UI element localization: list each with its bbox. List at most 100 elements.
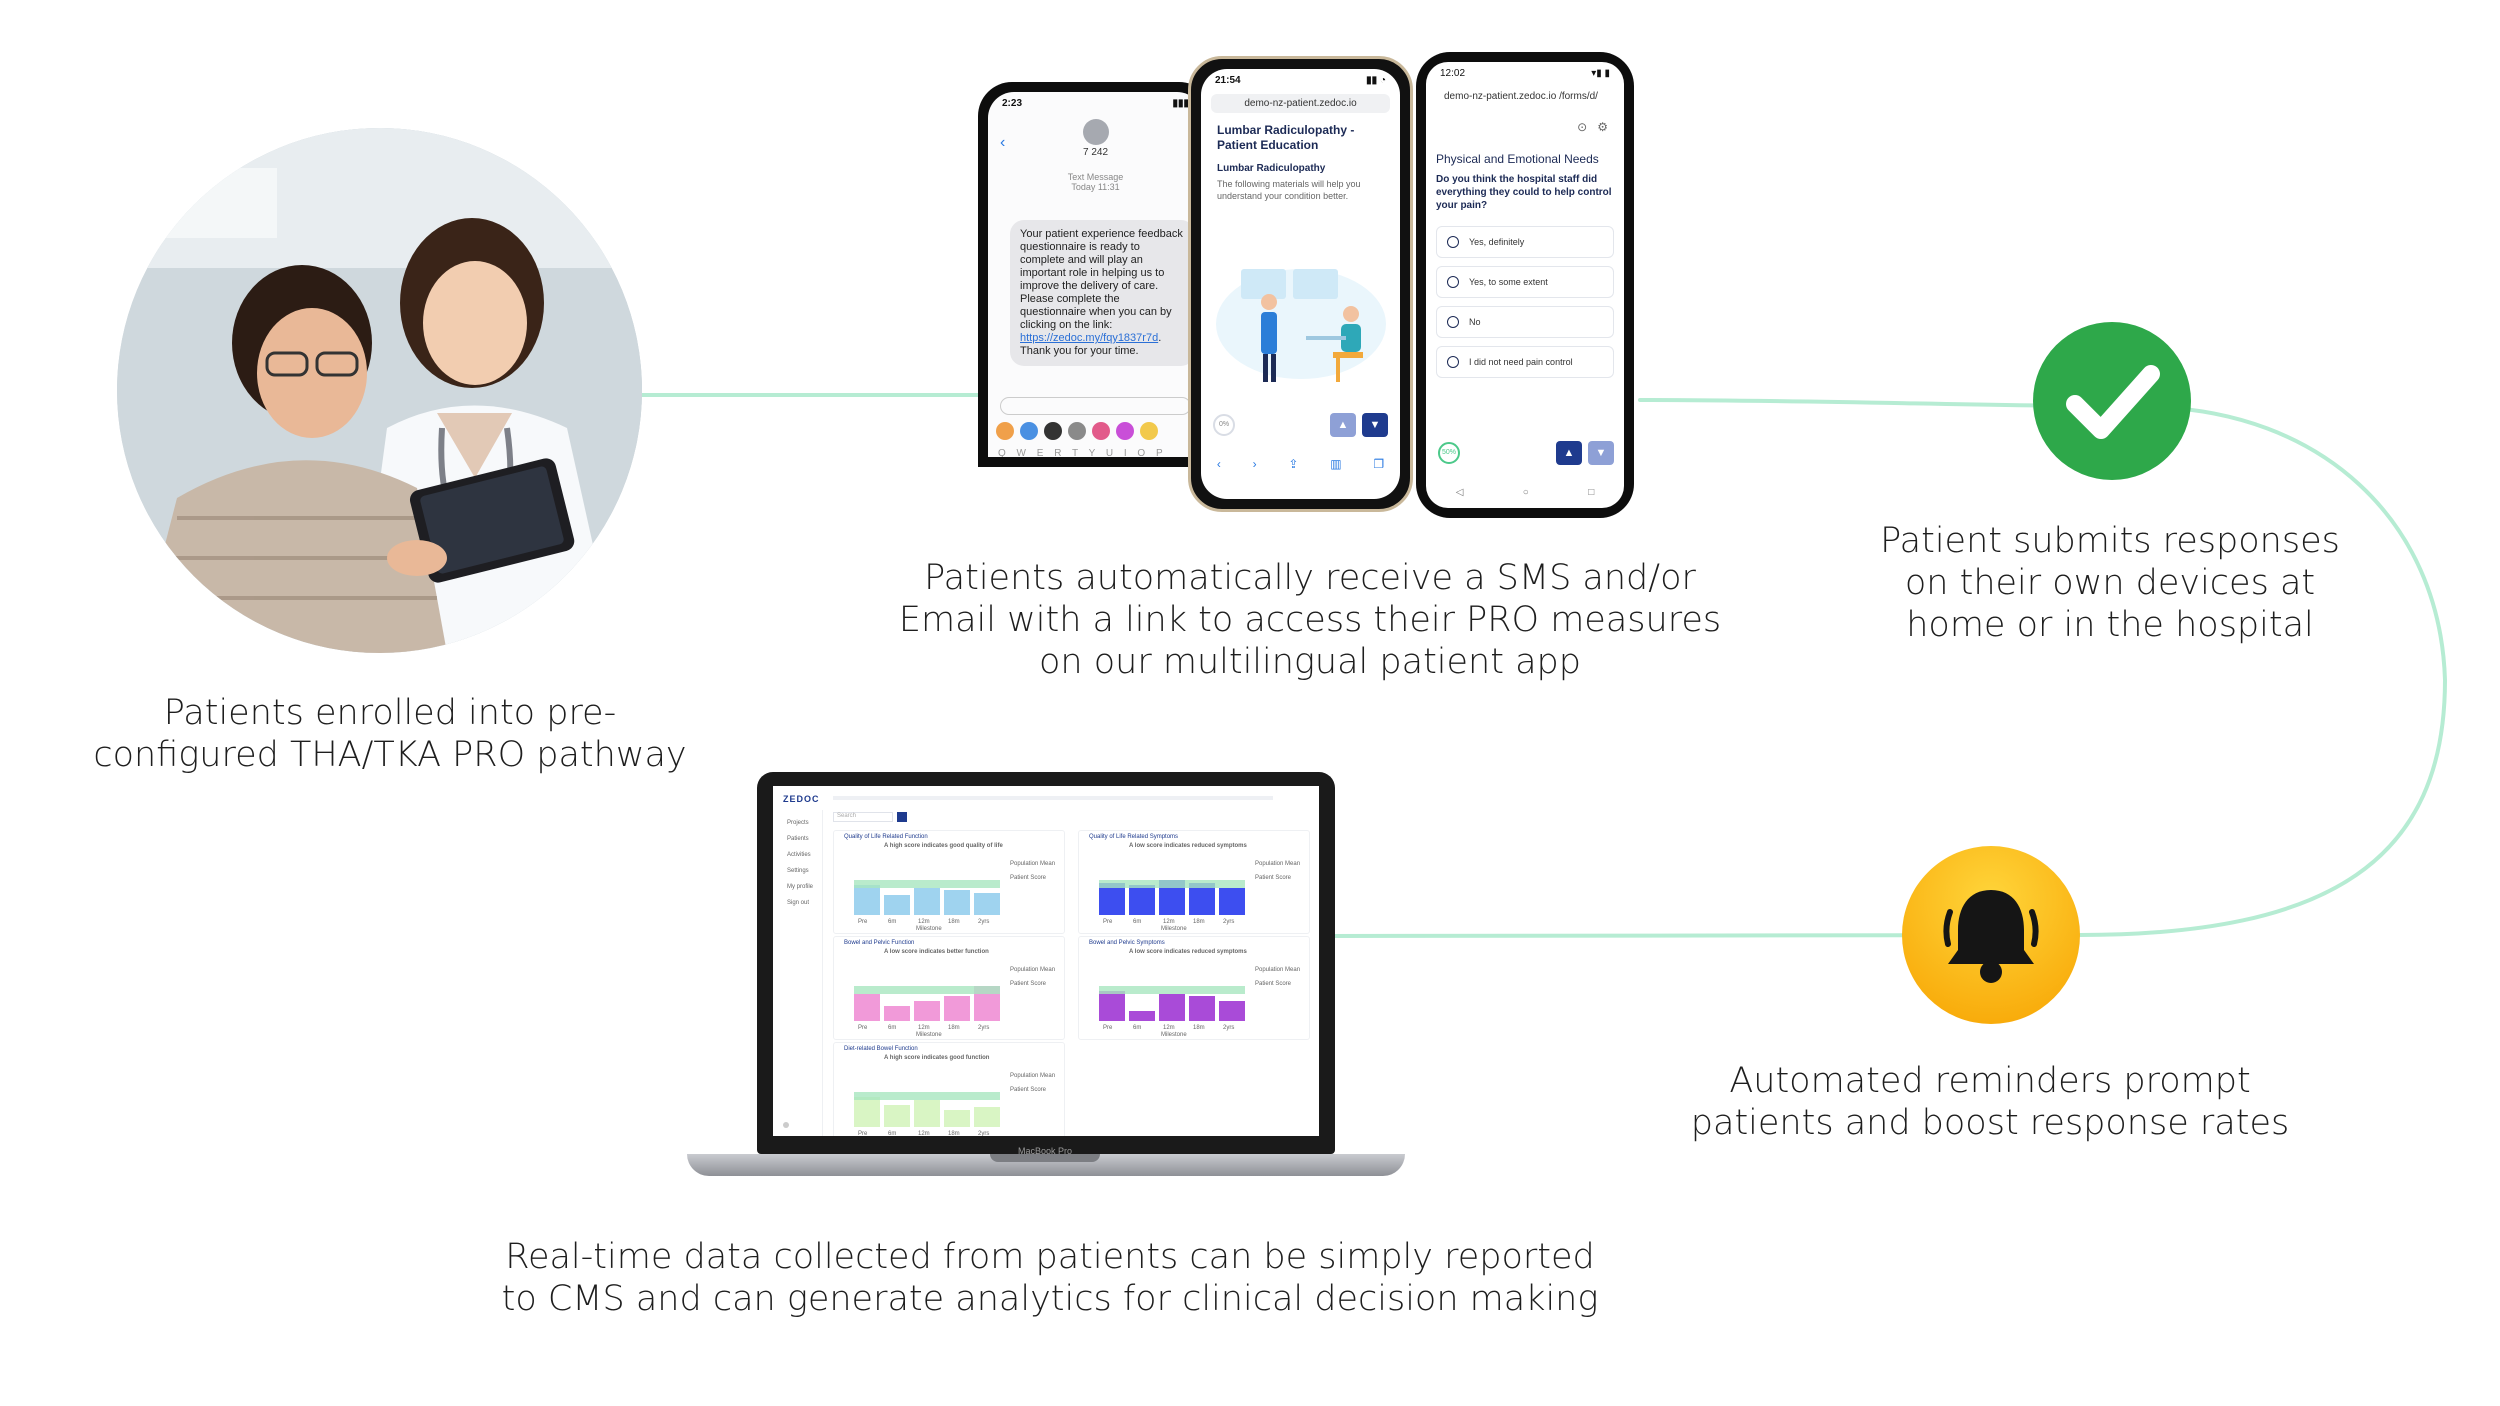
back-icon[interactable]: ‹	[1000, 134, 1006, 151]
panel-bar	[884, 895, 910, 915]
zedoc-logo: ZEDOC	[783, 794, 820, 804]
panel-note: A low score indicates reduced symptoms	[1129, 949, 1247, 955]
population-band	[854, 985, 1000, 994]
caption-receive: Patients automatically receive a SMS and…	[860, 557, 1760, 683]
prev-button[interactable]: ▲	[1330, 413, 1356, 437]
caption-line: Patients automatically receive a SMS and…	[924, 558, 1696, 598]
laptop-footer-icon	[783, 1122, 789, 1128]
url-bar[interactable]: demo-nz-patient.zedoc.io	[1211, 94, 1390, 113]
sidebar-item[interactable]: Projects	[787, 820, 809, 826]
panel-bar	[974, 1107, 1000, 1127]
milestone-label: 2yrs	[978, 1131, 990, 1136]
survey-option[interactable]: I did not need pain control	[1436, 346, 1614, 378]
legend-entry: Population Mean	[1255, 967, 1301, 973]
android-back-icon[interactable]: ◁	[1455, 487, 1464, 498]
legend-entry: Population Mean	[1010, 1073, 1056, 1079]
panel-bar	[914, 1001, 940, 1021]
caption-line: Real-time data collected from patients c…	[505, 1237, 1595, 1277]
caption-line: to CMS and can generate analytics for cl…	[501, 1279, 1599, 1319]
milestone-label: 6m	[888, 1131, 897, 1136]
sidebar-item[interactable]: Settings	[787, 868, 809, 874]
prev-button[interactable]: ▲	[1556, 441, 1582, 465]
panel-note: A high score indicates good function	[884, 1055, 990, 1061]
caption-line: Email with a link to access their PRO me…	[898, 600, 1722, 640]
panel-title: Diet-related Bowel Function	[844, 1046, 918, 1052]
panel-bar	[944, 1109, 970, 1127]
survey-option[interactable]: Yes, to some extent	[1436, 266, 1614, 298]
milestone-label: 2yrs	[1223, 1025, 1235, 1031]
laptop-notch	[990, 1154, 1100, 1162]
next-button[interactable]: ▼	[1362, 413, 1388, 437]
bookmarks-icon[interactable]: ▥	[1330, 457, 1342, 471]
milestone-label: 6m	[888, 1025, 897, 1031]
dashboard-panel: Bowel and Pelvic Function A low score ind…	[833, 936, 1065, 1040]
url-bar[interactable]: demo-nz-patient.zedoc.io /forms/d/	[1436, 87, 1614, 106]
search-input[interactable]: Search	[833, 812, 893, 822]
milestone-label: 18m	[1193, 919, 1205, 925]
android-recent-icon[interactable]: □	[1588, 487, 1595, 498]
education-body: The following materials will help you un…	[1217, 179, 1361, 201]
caption-line: on their own devices at	[1904, 563, 2316, 603]
settings-icon[interactable]: ⚙	[1597, 120, 1608, 134]
option-label: No	[1469, 317, 1481, 327]
share-icon[interactable]: ⇪	[1288, 457, 1299, 471]
population-band	[1099, 985, 1245, 994]
milestone-label: 18m	[948, 919, 960, 925]
contact-avatar	[1082, 119, 1109, 145]
milestone-label: 2yrs	[978, 1025, 990, 1031]
breadcrumb	[833, 796, 1273, 800]
sidebar-item[interactable]: My profile	[787, 884, 814, 890]
panel-bar	[1189, 996, 1215, 1021]
panel-bar	[884, 1006, 910, 1021]
milestone-label: 12m	[918, 1025, 930, 1031]
bell-icon	[1943, 890, 2039, 983]
panel-note: A low score indicates better function	[884, 949, 989, 955]
milestone-label: 2yrs	[978, 919, 990, 925]
sidebar-item[interactable]: Activities	[787, 852, 811, 858]
android-nav: ◁ ○ □	[1426, 487, 1624, 498]
milestone-label: 18m	[948, 1131, 960, 1136]
survey-question: Do you think the hospital staff did ever…	[1436, 174, 1612, 211]
android-home-icon[interactable]: ○	[1522, 487, 1529, 498]
next-button[interactable]: ▼	[1588, 441, 1614, 465]
panel-title: Bowel and Pelvic Function	[844, 940, 915, 946]
message-time: Today 11:31	[1071, 182, 1120, 192]
panel-bar	[1159, 993, 1185, 1021]
radio-icon	[1447, 356, 1459, 368]
milestone-label: 18m	[948, 1025, 960, 1031]
milestone-label: 12m	[918, 1131, 930, 1136]
back-icon[interactable]: ‹	[1216, 457, 1221, 471]
sms-bubble: Your patient experience feedback questio…	[1010, 220, 1195, 366]
signal-icon: ▮▮ ◔	[1366, 75, 1386, 86]
milestone-label: Pre	[1103, 919, 1113, 925]
survey-section: Physical and Emotional Needs	[1436, 152, 1599, 166]
survey-option[interactable]: Yes, definitely	[1436, 226, 1614, 258]
legend-entry: Population Mean	[1010, 967, 1056, 973]
search-button[interactable]	[897, 812, 907, 822]
status-time: 2:23	[1002, 98, 1023, 109]
milestone-label: 18m	[1193, 1025, 1205, 1031]
sms-text: Your patient experience feedback questio…	[1020, 228, 1183, 331]
bell-badge	[1902, 846, 2080, 1024]
language-icon[interactable]: ⊙	[1577, 120, 1588, 134]
milestone-label: 12m	[1163, 919, 1175, 925]
panel-title: Quality of Life Related Function	[844, 834, 928, 840]
option-label: I did not need pain control	[1469, 357, 1573, 367]
panel-bar	[914, 887, 940, 915]
milestone-label: 2yrs	[1223, 919, 1235, 925]
caption-line: configured THA/TKA PRO pathway	[93, 735, 687, 775]
check-icon	[2066, 365, 2160, 439]
sidebar-item[interactable]: Patients	[787, 836, 809, 842]
laptop-brand: MacBook Pro	[1017, 1146, 1073, 1156]
sms-link[interactable]: https://zedoc.my/fqy1837r7d	[1020, 332, 1159, 344]
message-input[interactable]	[1000, 397, 1191, 415]
panel-bar	[944, 996, 970, 1021]
milestone-label: Pre	[858, 1025, 868, 1031]
forward-icon[interactable]: ›	[1252, 457, 1257, 471]
sidebar-item[interactable]: Sign out	[787, 900, 810, 906]
panel-bar	[1189, 882, 1215, 915]
survey-option[interactable]: No	[1436, 306, 1614, 338]
tabs-icon[interactable]: ❐	[1373, 457, 1385, 471]
